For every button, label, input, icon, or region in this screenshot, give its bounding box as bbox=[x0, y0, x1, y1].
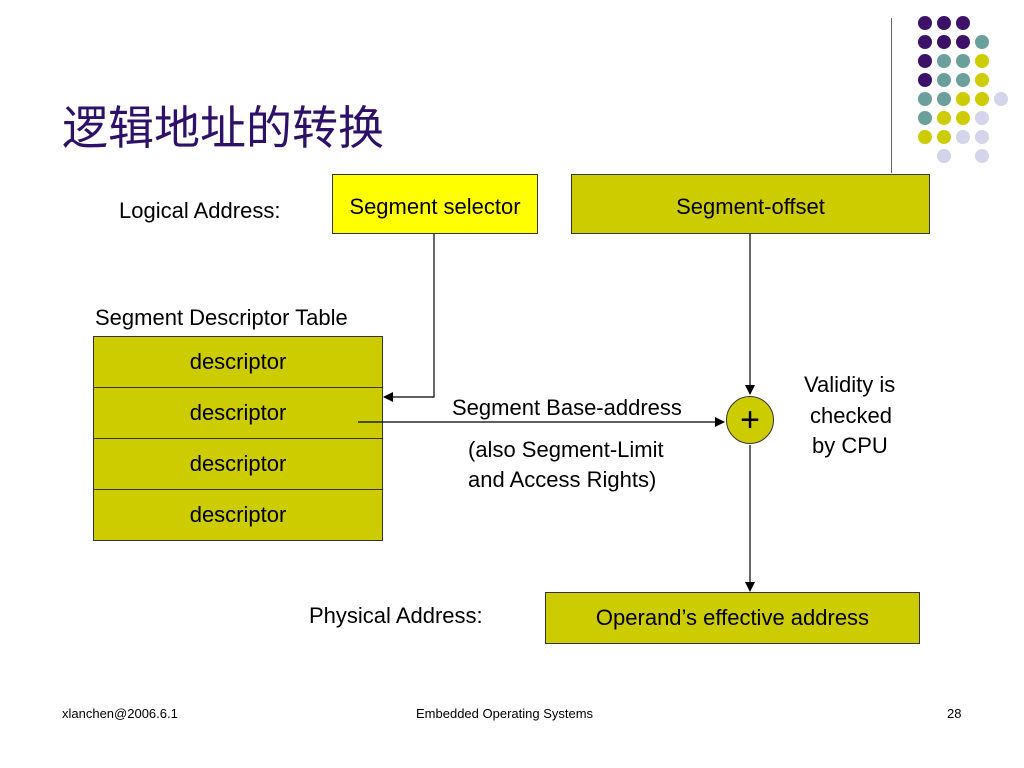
base-address-label: Segment Base-address bbox=[452, 395, 682, 420]
decorative-dot bbox=[956, 111, 970, 125]
decorative-dot bbox=[956, 130, 970, 144]
decorative-dot bbox=[975, 92, 989, 106]
effective-address-box: Operand’s effective address bbox=[545, 592, 920, 644]
descriptor-row: descriptor bbox=[93, 489, 383, 541]
decorative-dot bbox=[956, 73, 970, 87]
decorative-dot bbox=[975, 54, 989, 68]
segment-offset-box: Segment-offset bbox=[571, 174, 930, 234]
decorative-dot bbox=[937, 73, 951, 87]
decorative-dot bbox=[918, 54, 932, 68]
decorative-dot bbox=[956, 16, 970, 30]
physical-address-label: Physical Address: bbox=[309, 603, 483, 628]
selector-to-table-arrow bbox=[383, 234, 435, 402]
decorative-dot bbox=[918, 35, 932, 49]
decorative-dot bbox=[937, 130, 951, 144]
descriptor-row: descriptor bbox=[93, 387, 383, 439]
descriptor-row: descriptor bbox=[93, 438, 383, 490]
decorative-dot bbox=[937, 16, 951, 30]
also-label-line2: and Access Rights) bbox=[468, 467, 657, 492]
decorative-dot bbox=[975, 149, 989, 163]
decorative-dot bbox=[918, 16, 932, 30]
decorative-dot bbox=[956, 35, 970, 49]
decorative-dot bbox=[975, 111, 989, 125]
decorative-dot bbox=[937, 149, 951, 163]
decorative-dot bbox=[918, 130, 932, 144]
segment-selector-box: Segment selector bbox=[332, 174, 538, 234]
decorative-dot bbox=[918, 92, 932, 106]
footer-page-number: 28 bbox=[947, 706, 962, 721]
decorative-dot bbox=[937, 54, 951, 68]
decorative-dot bbox=[937, 92, 951, 106]
decorative-dot bbox=[975, 73, 989, 87]
decorative-dot bbox=[994, 92, 1008, 106]
footer-author: xlanchen@2006.6.1 bbox=[62, 706, 178, 721]
also-label-line1: (also Segment-Limit bbox=[468, 437, 664, 462]
adder-plus-circle: + bbox=[726, 396, 774, 444]
decorative-dot bbox=[956, 92, 970, 106]
decorative-dot bbox=[918, 73, 932, 87]
decorative-dot bbox=[918, 111, 932, 125]
footer-course: Embedded Operating Systems bbox=[416, 706, 594, 721]
validity-line1: Validity is bbox=[804, 372, 896, 397]
decorative-dot bbox=[937, 111, 951, 125]
decorative-dot bbox=[956, 54, 970, 68]
descriptor-row: descriptor bbox=[93, 336, 383, 388]
decorative-dot bbox=[975, 130, 989, 144]
decorative-dot bbox=[937, 35, 951, 49]
validity-line2: checked bbox=[810, 403, 892, 428]
validity-line3: by CPU bbox=[812, 433, 888, 458]
vertical-divider-line bbox=[891, 18, 892, 173]
logical-address-label: Logical Address: bbox=[119, 198, 281, 223]
decorative-dot bbox=[975, 35, 989, 49]
slide-title: 逻辑地址的转换 bbox=[62, 101, 384, 155]
descriptor-table-label: Segment Descriptor Table bbox=[95, 305, 348, 330]
